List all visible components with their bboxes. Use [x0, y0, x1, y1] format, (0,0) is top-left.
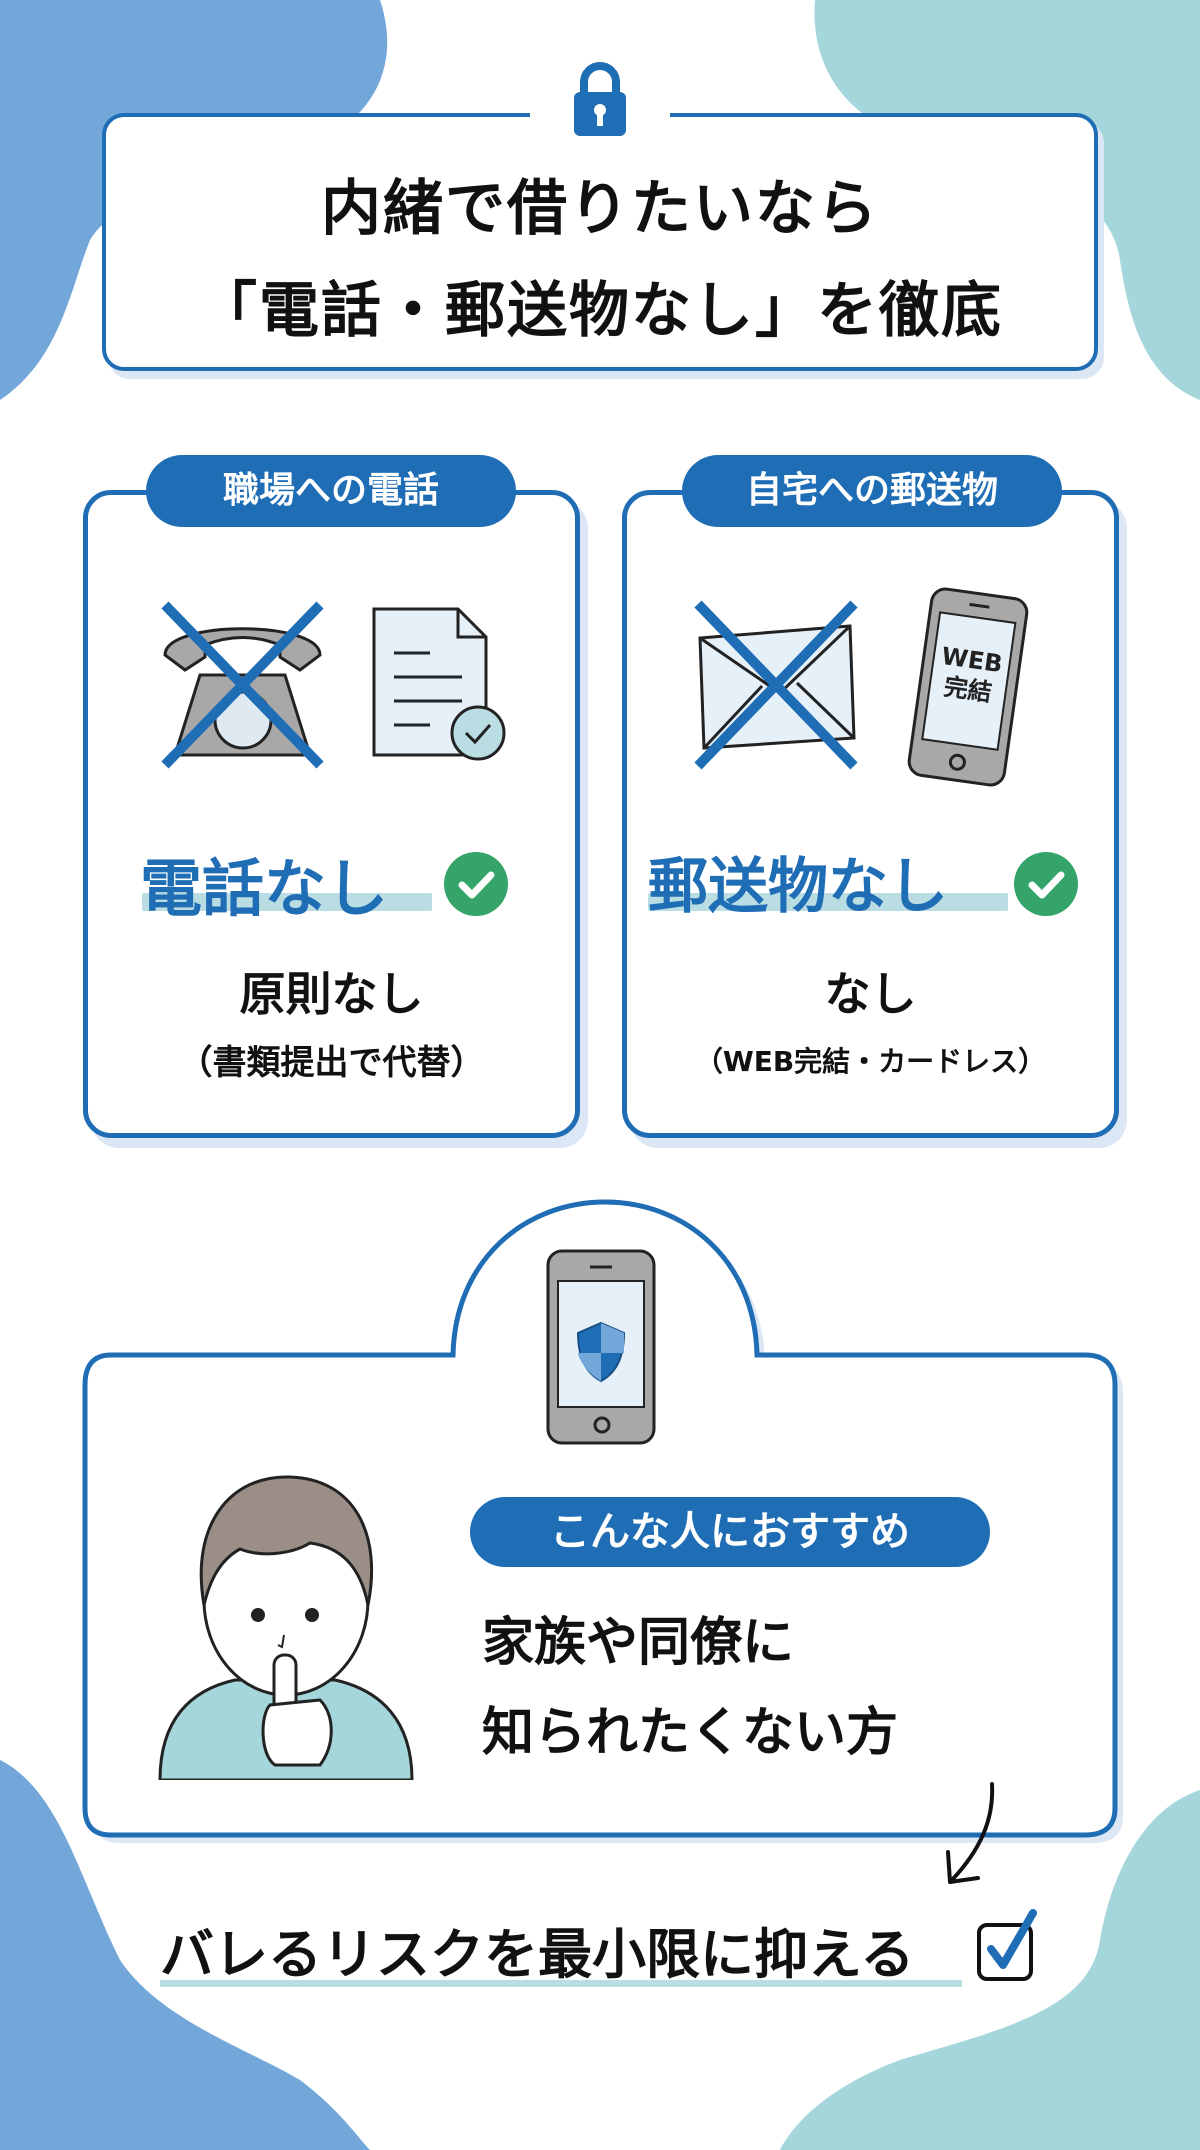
checkbox-checked-icon — [977, 1909, 1037, 1981]
title-line-2: 「電話・郵送物なし」を徹底 — [197, 276, 1003, 346]
note-text-workplace: （書類提出で代替） — [178, 1043, 485, 1083]
green-check-icon — [444, 852, 508, 916]
smartphone-icon — [907, 587, 1029, 787]
card-home-mail — [622, 490, 1119, 1138]
lock-icon — [574, 62, 626, 136]
result-text-workplace: 原則なし — [239, 967, 424, 1021]
person-shushing-illustration — [158, 1475, 414, 1780]
recommend-text-line-1: 家族や同僚に — [482, 1613, 795, 1673]
footer-underline — [160, 1980, 962, 1987]
blob-top-right — [814, 0, 1200, 400]
blob-top-left — [0, 0, 388, 400]
card-workplace-call — [83, 490, 580, 1138]
card-label-workplace-call: 職場への電話 — [146, 455, 516, 527]
headline-no-call: 電話なし — [140, 852, 389, 925]
crossed-out-telephone-icon — [161, 601, 324, 769]
result-text-home: なし — [824, 967, 917, 1021]
card-label-home-mail: 自宅への郵送物 — [682, 455, 1062, 527]
note-text-home: （WEB完結・カードレス） — [694, 1045, 1047, 1078]
recommend-text-line-2: 知られたくない方 — [482, 1703, 899, 1763]
blob-bottom-left — [0, 1760, 370, 2150]
smartphone-shield-icon — [546, 1249, 656, 1445]
headline-no-mail: 郵送物なし — [648, 852, 948, 922]
blob-bottom-right — [780, 1790, 1200, 2150]
footer-text: バレるリスクを最小限に抑える — [160, 1923, 915, 1986]
crossed-out-envelope-icon — [694, 600, 858, 770]
arrow-down-icon — [946, 1782, 995, 1884]
recommend-label: こんな人におすすめ — [470, 1497, 990, 1567]
phone-screen-text: WEB 完結 — [921, 639, 1018, 711]
headline-highlight — [648, 893, 1008, 911]
document-check-icon — [372, 607, 506, 761]
title-line-1: 内緒で借りたいなら — [321, 174, 879, 244]
green-check-icon — [1014, 852, 1078, 916]
headline-highlight — [142, 893, 432, 911]
